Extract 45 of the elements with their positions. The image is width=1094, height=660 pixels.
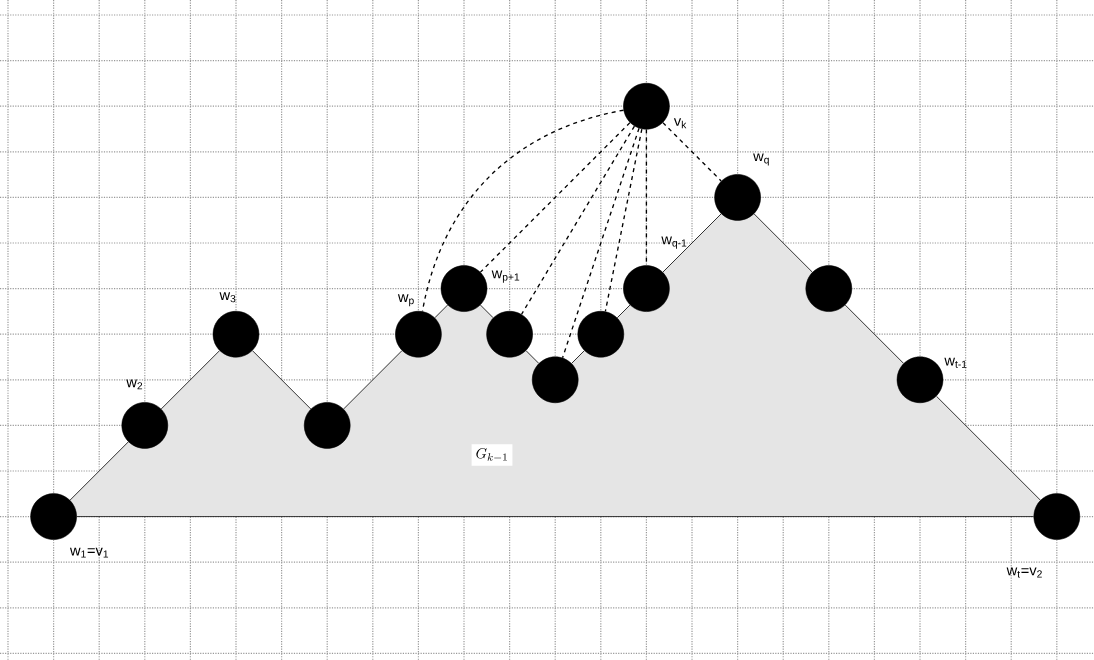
vertex-label: v$_{k}$ bbox=[673, 118, 687, 129]
vertex-label: w$_{p}$ bbox=[397, 294, 414, 307]
edge-line bbox=[662, 213, 722, 273]
vertex-dot bbox=[121, 402, 169, 449]
vertex-dot bbox=[805, 265, 853, 312]
vertex-dot bbox=[623, 265, 670, 312]
edge-line bbox=[479, 122, 631, 273]
edge-line bbox=[561, 127, 640, 359]
edge-line bbox=[604, 128, 643, 313]
edge-line bbox=[753, 213, 813, 273]
edge-line bbox=[76, 516, 1034, 517]
edge-line bbox=[69, 441, 129, 501]
vertex-label: w$_{t-1}$ bbox=[944, 357, 967, 368]
vertex-dot bbox=[303, 402, 351, 449]
vertex-dot bbox=[896, 356, 944, 404]
vertex-dot bbox=[531, 356, 579, 404]
edge-line bbox=[571, 350, 585, 364]
edge-line bbox=[844, 304, 904, 364]
vertex-label: w$_{1}$=v$_{1}$ bbox=[69, 547, 109, 558]
edge-line bbox=[160, 350, 220, 410]
edge-line bbox=[480, 304, 494, 319]
vertex-dot bbox=[1033, 493, 1081, 540]
vertex-label: w$_{q}$ bbox=[753, 153, 769, 166]
edge-line bbox=[662, 122, 722, 182]
vertex-dot bbox=[623, 82, 670, 130]
region-label: $G_{k-1}$ bbox=[471, 444, 513, 466]
edge-line bbox=[252, 350, 312, 410]
edge-line bbox=[525, 350, 540, 364]
edge-line bbox=[936, 395, 1041, 501]
edge-line bbox=[434, 304, 448, 319]
vertex-label: w$_{3}$ bbox=[219, 292, 236, 303]
vertex-dot bbox=[30, 493, 77, 540]
vertex-label: w$_{t}$=v$_{2}$ bbox=[1006, 567, 1042, 578]
vertex-dot bbox=[486, 310, 533, 358]
vertex-dot bbox=[577, 310, 625, 358]
edge-line bbox=[616, 304, 631, 319]
edge-line bbox=[343, 350, 403, 410]
vertex-dot bbox=[714, 174, 761, 221]
edge-line bbox=[520, 125, 636, 315]
vertex-dot bbox=[440, 265, 488, 312]
vertex-label: w$_{2}$ bbox=[126, 379, 143, 390]
vertex-dot bbox=[395, 310, 442, 358]
vertex-label: w$_{p+1}$ bbox=[491, 270, 520, 283]
vertex-dot bbox=[212, 310, 260, 358]
vertex-label: w$_{q-1}$ bbox=[661, 236, 687, 249]
